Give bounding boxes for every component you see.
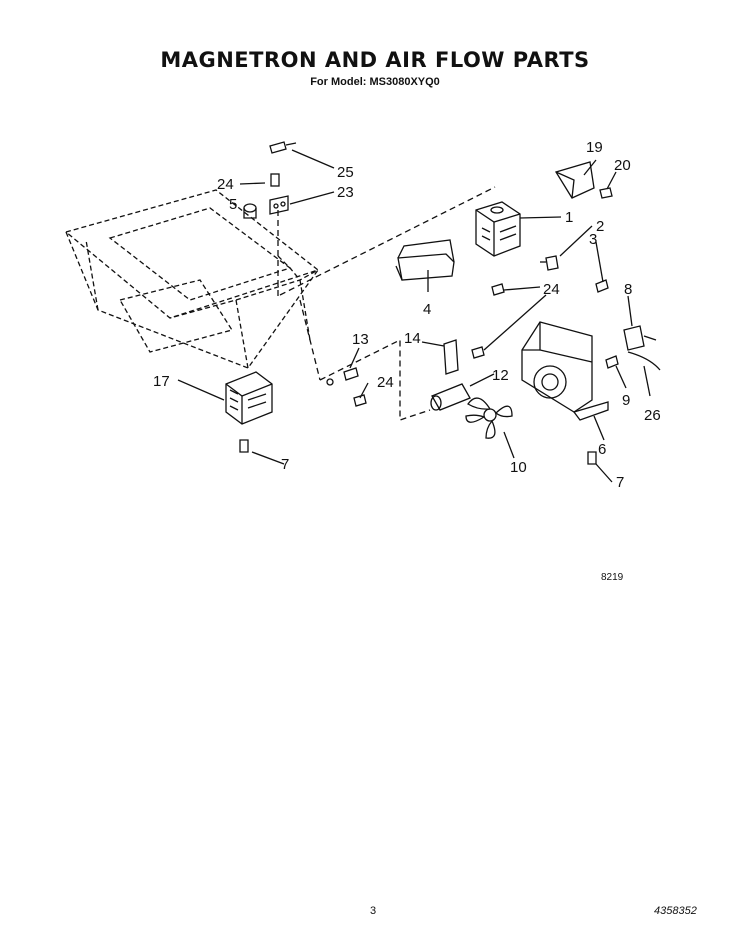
callout-25: 25 <box>337 164 354 181</box>
callout-2: 2 <box>596 218 604 235</box>
part-6-housing <box>521 321 609 421</box>
cabinet-outline <box>64 189 320 369</box>
callout-5: 5 <box>229 196 237 213</box>
callout-7b: 7 <box>616 474 624 491</box>
part-14-bracket <box>443 339 459 375</box>
callout-1: 1 <box>565 209 573 226</box>
callout-24a: 24 <box>217 176 234 193</box>
model-subtitle: For Model: MS3080XYQ0 <box>310 76 440 88</box>
page-title: MAGNETRON AND AIR FLOW PARTS <box>160 48 590 72</box>
part-19-guide <box>555 161 595 199</box>
part-24-screw-top <box>270 173 280 187</box>
callout-20b: 20 <box>614 157 631 174</box>
part-12-capacitor <box>430 383 471 411</box>
part-23-bracket <box>269 195 289 215</box>
part-4-duct <box>395 239 455 281</box>
part-1-magnetron <box>475 201 521 257</box>
diagram-code: 8219 <box>601 572 624 583</box>
page-number: 3 <box>370 905 377 917</box>
callout-9: 9 <box>622 392 630 409</box>
part-7-screws <box>239 439 597 465</box>
part-20-screw <box>599 187 613 199</box>
leader-arrows <box>177 149 651 483</box>
callout-7a: 7 <box>281 456 289 473</box>
callout-labels: 25 24 23 5 19 20 1 2 3 4 24 8 13 14 24 1… <box>153 139 661 491</box>
callout-8: 8 <box>624 281 632 298</box>
part-25-screw <box>269 141 297 154</box>
part-5-cap <box>243 203 257 219</box>
callout-19: 19 <box>586 139 603 156</box>
callout-24c: 24 <box>377 374 394 391</box>
callout-3: 3 <box>589 231 597 248</box>
callout-24b: 24 <box>543 281 560 298</box>
part-17-transformer <box>225 371 273 425</box>
part-10-fan <box>465 397 513 439</box>
callout-17b: 17 <box>153 373 170 390</box>
part-8-thermostat <box>623 325 657 351</box>
callout-4: 4 <box>423 301 431 318</box>
part-3-screw <box>595 279 609 293</box>
document-number: 4358352 <box>654 905 697 917</box>
callout-6: 6 <box>598 441 606 458</box>
part-2-cutout <box>540 255 559 271</box>
callout-26: 26 <box>644 407 661 424</box>
callout-10b: 10 <box>510 459 527 476</box>
part-26-wire <box>627 351 661 371</box>
callout-14: 14 <box>404 330 421 347</box>
part-9-screw <box>605 355 619 369</box>
part-13-clip <box>326 367 359 386</box>
callout-13: 13 <box>352 331 369 348</box>
callout-12: 12 <box>492 367 509 384</box>
callout-23: 23 <box>337 184 354 201</box>
